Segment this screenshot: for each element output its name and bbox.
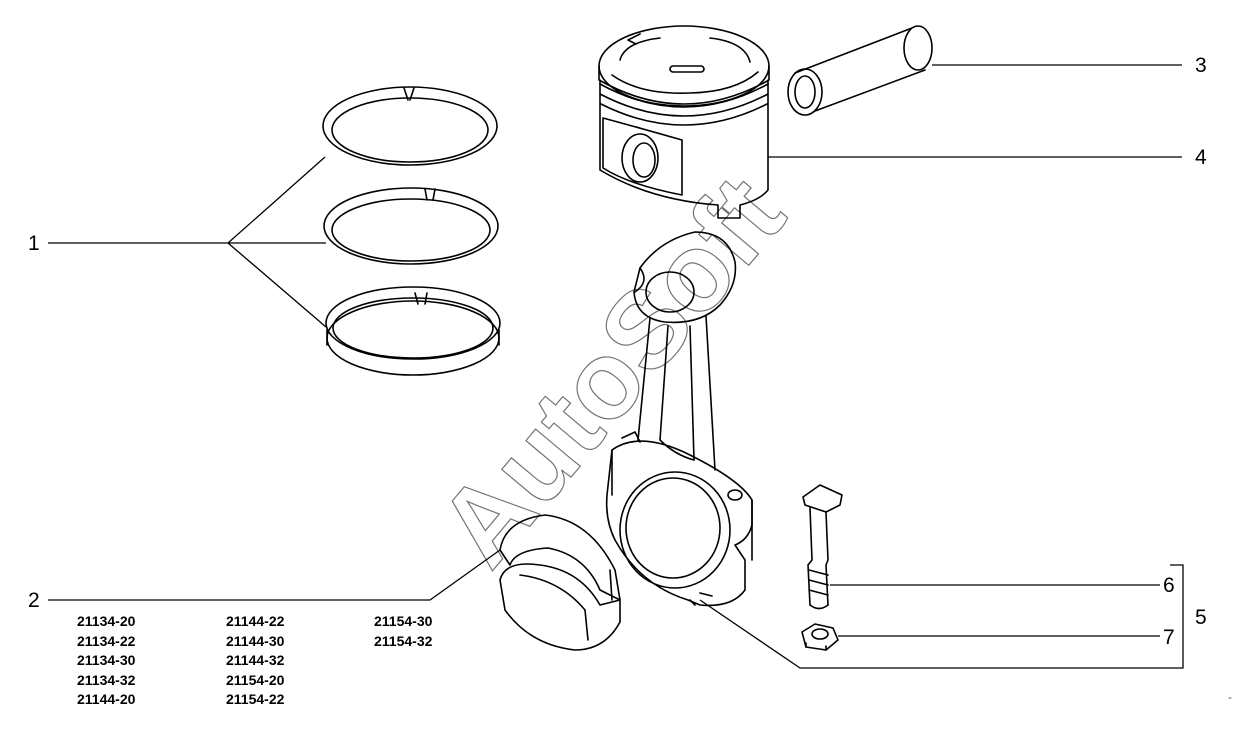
corner-mark: - <box>1228 690 1232 704</box>
model-code: 21134-32 <box>77 671 136 688</box>
piston-pin <box>787 25 933 116</box>
bolt <box>802 484 843 610</box>
model-code: 21154-30 <box>374 613 433 629</box>
callout-7: 7 <box>1163 626 1175 649</box>
model-codes-col3: 21154-30 21154-32 <box>374 612 432 651</box>
watermark-text: AutoSoft <box>415 154 808 589</box>
model-code: 21154-20 <box>226 671 285 688</box>
callout-6: 6 <box>1163 574 1175 597</box>
callout-3: 3 <box>1195 54 1207 77</box>
callout-4: 4 <box>1195 146 1207 169</box>
piston-rings <box>322 86 501 376</box>
model-code: 21154-32 <box>374 632 433 649</box>
model-code: 21144-32 <box>226 652 285 668</box>
callout-5: 5 <box>1195 606 1207 629</box>
model-code: 21134-20 <box>77 613 136 629</box>
connecting-rod <box>605 231 753 607</box>
model-code: 21134-22 <box>77 632 136 649</box>
model-code: 21144-22 <box>226 613 285 629</box>
model-code: 21144-30 <box>226 632 285 649</box>
callout-1: 1 <box>28 232 40 255</box>
model-code: 21134-30 <box>77 652 136 668</box>
model-code: 21144-20 <box>77 691 136 707</box>
model-codes-col2: 21144-22 21144-30 21144-32 21154-20 2115… <box>226 612 284 710</box>
nut <box>801 623 839 651</box>
bearing-shell <box>499 514 621 651</box>
callout-2: 2 <box>28 589 40 612</box>
piston <box>598 25 770 219</box>
model-code: 21154-22 <box>226 691 285 707</box>
model-codes-col1: 21134-20 21134-22 21134-30 21134-32 2114… <box>77 612 135 710</box>
leader-lines <box>48 64 1184 669</box>
